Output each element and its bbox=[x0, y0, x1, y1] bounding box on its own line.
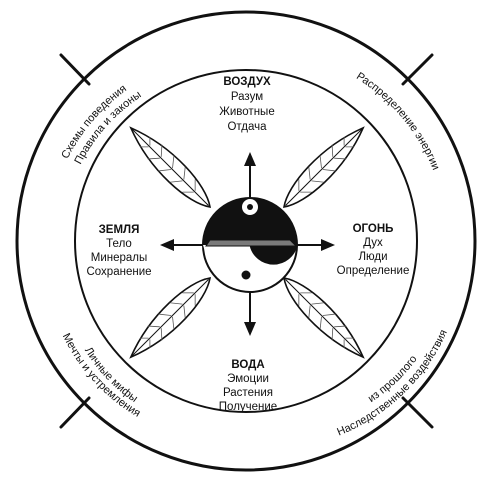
fire-line-2: Люди bbox=[358, 251, 387, 263]
yin-yang-icon bbox=[203, 198, 297, 292]
water-line-2: Растения bbox=[223, 387, 273, 399]
fire-block: ОГОНЬ Дух Люди Определение bbox=[337, 223, 410, 277]
earth-line-1: Тело bbox=[106, 238, 132, 250]
arrow-south-icon bbox=[244, 290, 256, 336]
air-line-3: Отдача bbox=[227, 121, 267, 133]
water-line-3: Получение bbox=[219, 401, 277, 413]
fire-title: ОГОНЬ bbox=[353, 223, 394, 235]
water-title: ВОДА bbox=[231, 359, 264, 371]
feather-icon bbox=[123, 120, 218, 215]
arrow-east-icon bbox=[297, 239, 335, 251]
water-line-1: Эмоции bbox=[227, 373, 269, 385]
air-title: ВОЗДУХ bbox=[223, 76, 271, 88]
air-line-2: Животные bbox=[219, 106, 274, 118]
air-line-1: Разум bbox=[231, 91, 263, 103]
arrow-north-icon bbox=[244, 152, 256, 200]
earth-title: ЗЕМЛЯ bbox=[99, 224, 140, 236]
feather-icon bbox=[123, 270, 218, 365]
feather-icon bbox=[276, 120, 371, 215]
water-block: ВОДА Эмоции Растения Получение bbox=[219, 359, 277, 413]
air-block: ВОЗДУХ Разум Животные Отдача bbox=[219, 76, 274, 133]
earth-block: ЗЕМЛЯ Тело Минералы Сохранение bbox=[86, 224, 151, 278]
earth-line-2: Минералы bbox=[91, 252, 148, 264]
earth-line-3: Сохранение bbox=[86, 266, 151, 278]
arrow-west-icon bbox=[160, 239, 203, 251]
feather-icon bbox=[276, 270, 371, 365]
fire-line-3: Определение bbox=[337, 265, 410, 277]
fire-line-1: Дух bbox=[363, 237, 383, 249]
